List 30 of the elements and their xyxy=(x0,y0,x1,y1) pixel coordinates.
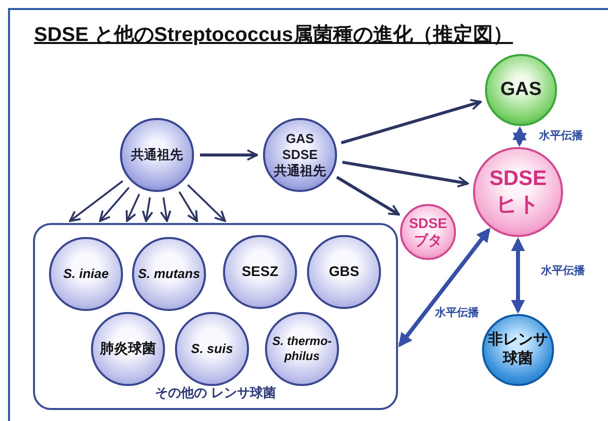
arrow xyxy=(126,194,140,222)
node-label: SDSE ヒト xyxy=(488,166,548,218)
node-label: S. iniae xyxy=(62,266,110,282)
arrow xyxy=(178,191,198,222)
arrow xyxy=(142,197,154,222)
node-label: 肺炎球菌 xyxy=(98,340,157,358)
node-label: GBS xyxy=(328,263,360,281)
arrow xyxy=(336,176,400,216)
node-label: S. mutans xyxy=(136,266,202,282)
node-label: GAS SDSE 共通祖先 xyxy=(273,130,327,180)
node-label: GAS xyxy=(499,78,543,102)
arrow xyxy=(512,126,527,147)
node-label: S. suis xyxy=(190,340,234,358)
arrow xyxy=(340,99,482,144)
node-label: SDSE ブタ xyxy=(408,214,448,250)
node-label: SESZ xyxy=(240,263,280,281)
arrow xyxy=(187,184,226,222)
arrow xyxy=(200,149,258,161)
arrow xyxy=(342,160,469,188)
group-box xyxy=(33,223,398,410)
title: SDSE と他のStreptococcus属菌種の進化（推定図） xyxy=(34,22,513,48)
group-label: その他の レンサ球菌 xyxy=(154,384,277,402)
arrow xyxy=(69,180,124,222)
arrow xyxy=(511,237,525,314)
node-label: 共通祖先 xyxy=(130,146,184,164)
arrow xyxy=(398,228,490,348)
arrow xyxy=(160,197,172,222)
node-label: 非レンサ球菌 xyxy=(487,331,549,369)
arrow xyxy=(99,186,130,222)
node-label: S. thermo- philus xyxy=(271,334,333,364)
